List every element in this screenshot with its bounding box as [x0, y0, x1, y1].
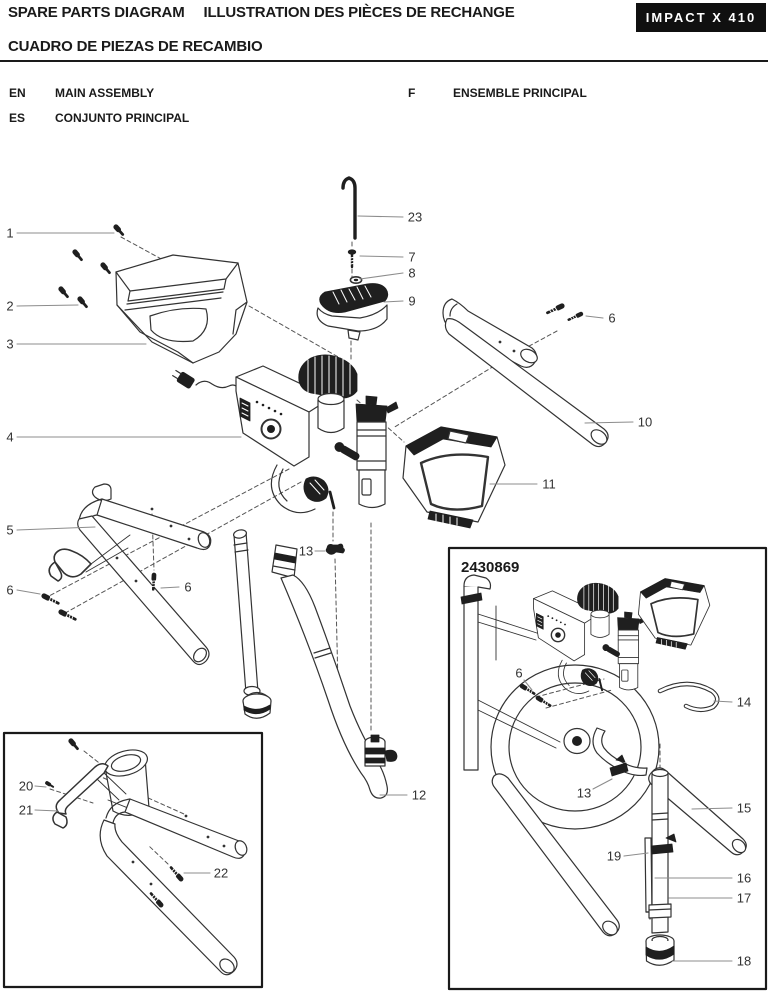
callout-14-17: 14: [737, 695, 751, 710]
callout-9-10: 9: [408, 294, 415, 309]
part-10-cart-handle: [442, 298, 609, 448]
callout-6-16: 6: [515, 666, 522, 681]
callout-11-13: 11: [542, 477, 556, 492]
inset-pump: [532, 577, 711, 695]
legend-en-label: MAIN ASSEMBLY: [55, 86, 155, 100]
callout-15-19: 15: [737, 801, 751, 816]
part-4-pump-assembly: [172, 353, 400, 515]
legend-fr-code: F: [408, 86, 416, 100]
inset-drain-tube: [592, 727, 648, 777]
callout-10-12: 10: [638, 415, 652, 430]
callout-leader-7-8: [359, 255, 404, 258]
title-fr: ILLUSTRATION DES PIÈCES DE RECHANGE: [203, 4, 515, 21]
callout-19-20: 19: [607, 849, 621, 864]
callout-23-7: 23: [408, 210, 422, 225]
inset-strainer: [645, 934, 675, 966]
title-en: SPARE PARTS DIAGRAM: [8, 4, 185, 21]
inset-left: [2, 731, 264, 989]
callout-17-22: 17: [737, 891, 751, 906]
callout-6-5: 6: [6, 583, 13, 598]
callout-22-26: 22: [214, 866, 228, 881]
callout-4-3: 4: [6, 430, 13, 445]
callout-1-0: 1: [6, 226, 13, 241]
part-1-2-screws: [61, 227, 123, 307]
legend-fr-label: ENSEMBLE PRINCIPAL: [453, 86, 587, 100]
callout-5-4: 5: [6, 523, 13, 538]
inset-part-number: 2430869: [461, 559, 519, 576]
callout-leader-6-11: [585, 315, 604, 319]
part-9-handle-grip: [316, 283, 389, 341]
callout-13-18: 13: [577, 786, 591, 801]
callout-18-23: 18: [737, 954, 751, 969]
callout-7-8: 7: [408, 250, 415, 265]
callout-leader-10-12: [584, 421, 634, 424]
callout-16-21: 16: [737, 871, 751, 886]
legend-es-label: CONJUNTO PRINCIPAL: [55, 111, 190, 125]
inset-pail-hook: [657, 681, 720, 713]
part-11-engine-cover: [401, 425, 507, 530]
callout-leader-14-17: [713, 700, 733, 703]
page-title-row: SPARE PARTS DIAGRAM ILLUSTRATION DES PIÈC…: [8, 4, 515, 21]
legend-en-code: EN: [9, 86, 26, 100]
callout-3-2: 3: [6, 337, 13, 352]
inset-cart-frame: [460, 574, 561, 771]
header-rule: [0, 60, 768, 62]
inset-frame-tube: [99, 798, 248, 976]
callout-leader-6-6: [160, 586, 180, 589]
part-12-suction-set: [232, 529, 398, 799]
callout-8-9: 8: [408, 266, 415, 281]
inset-cart-legs: [491, 767, 747, 937]
callout-leader-19-20: [623, 852, 649, 857]
callout-leader-20-24: [34, 785, 47, 788]
callout-6-11: 6: [608, 311, 615, 326]
callout-13-14: 13: [299, 544, 313, 559]
callout-leader-13-18: [592, 778, 613, 790]
callout-21-25: 21: [19, 803, 33, 818]
callout-leader-5-4: [16, 526, 96, 531]
callout-6-6: 6: [184, 580, 191, 595]
inset-wheel: [490, 664, 660, 830]
inset-bracket-cup: [45, 741, 150, 829]
callout-2-1: 2: [6, 299, 13, 314]
part-23-allen-key: [341, 176, 357, 240]
callout-leader-15-19: [691, 807, 733, 810]
part-13-clip: [325, 543, 345, 555]
callout-leader-6-16: [523, 679, 533, 691]
part-8-washer: [349, 275, 363, 284]
title-es: CUADRO DE PIEZAS DE RECAMBIO: [8, 38, 263, 55]
callout-12-15: 12: [412, 788, 426, 803]
callout-leader-8-9: [359, 272, 404, 280]
callout-leader-6-5: [16, 589, 41, 595]
inset-suction-tube: [644, 768, 677, 934]
model-badge: IMPACT X 410: [636, 3, 766, 32]
part-7-screw: [347, 249, 357, 269]
callout-leader-9-10: [383, 300, 404, 303]
callout-20-24: 20: [19, 779, 33, 794]
part-3-cover: [115, 254, 248, 364]
part-5-cart-frame: [48, 483, 212, 666]
callout-leader-2-1: [16, 304, 79, 307]
inset-right: 2430869: [447, 546, 768, 991]
callout-leader-21-25: [34, 809, 59, 812]
callout-leader-23-7: [357, 215, 404, 218]
legend-es-code: ES: [9, 111, 26, 125]
